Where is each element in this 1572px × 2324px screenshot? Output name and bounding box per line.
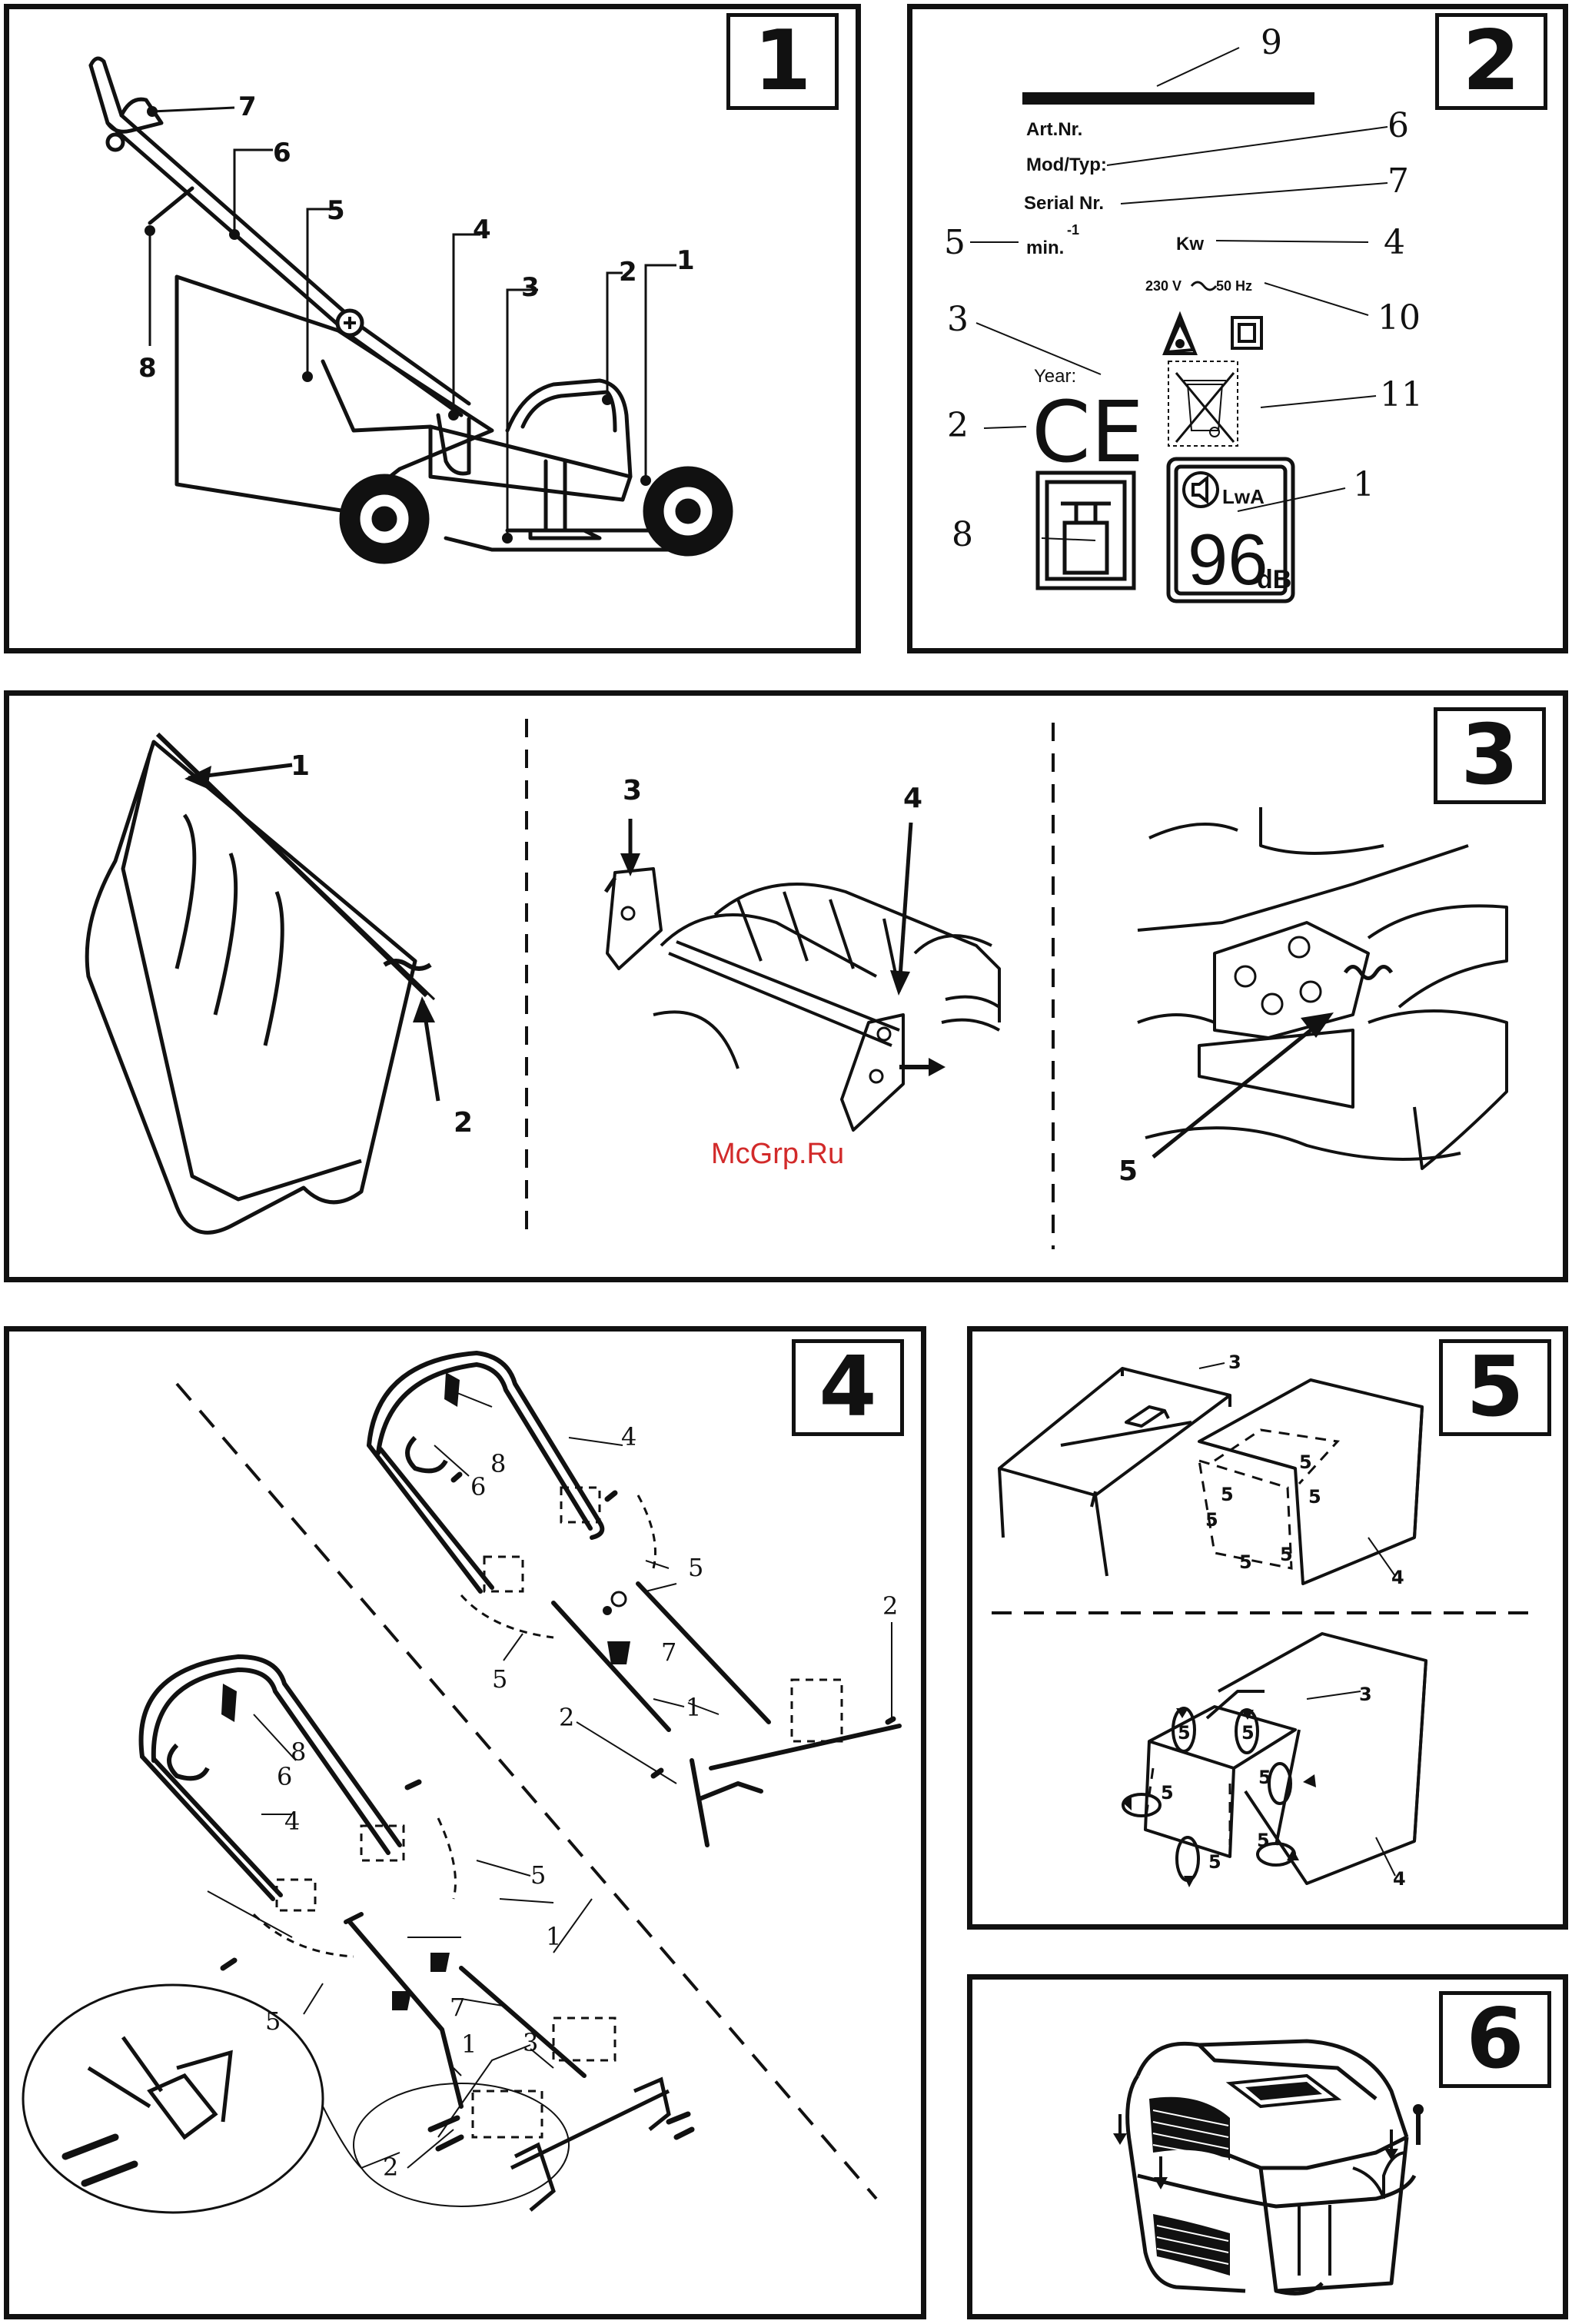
figure-6-catcher-cover-diagram <box>0 0 1572 2324</box>
